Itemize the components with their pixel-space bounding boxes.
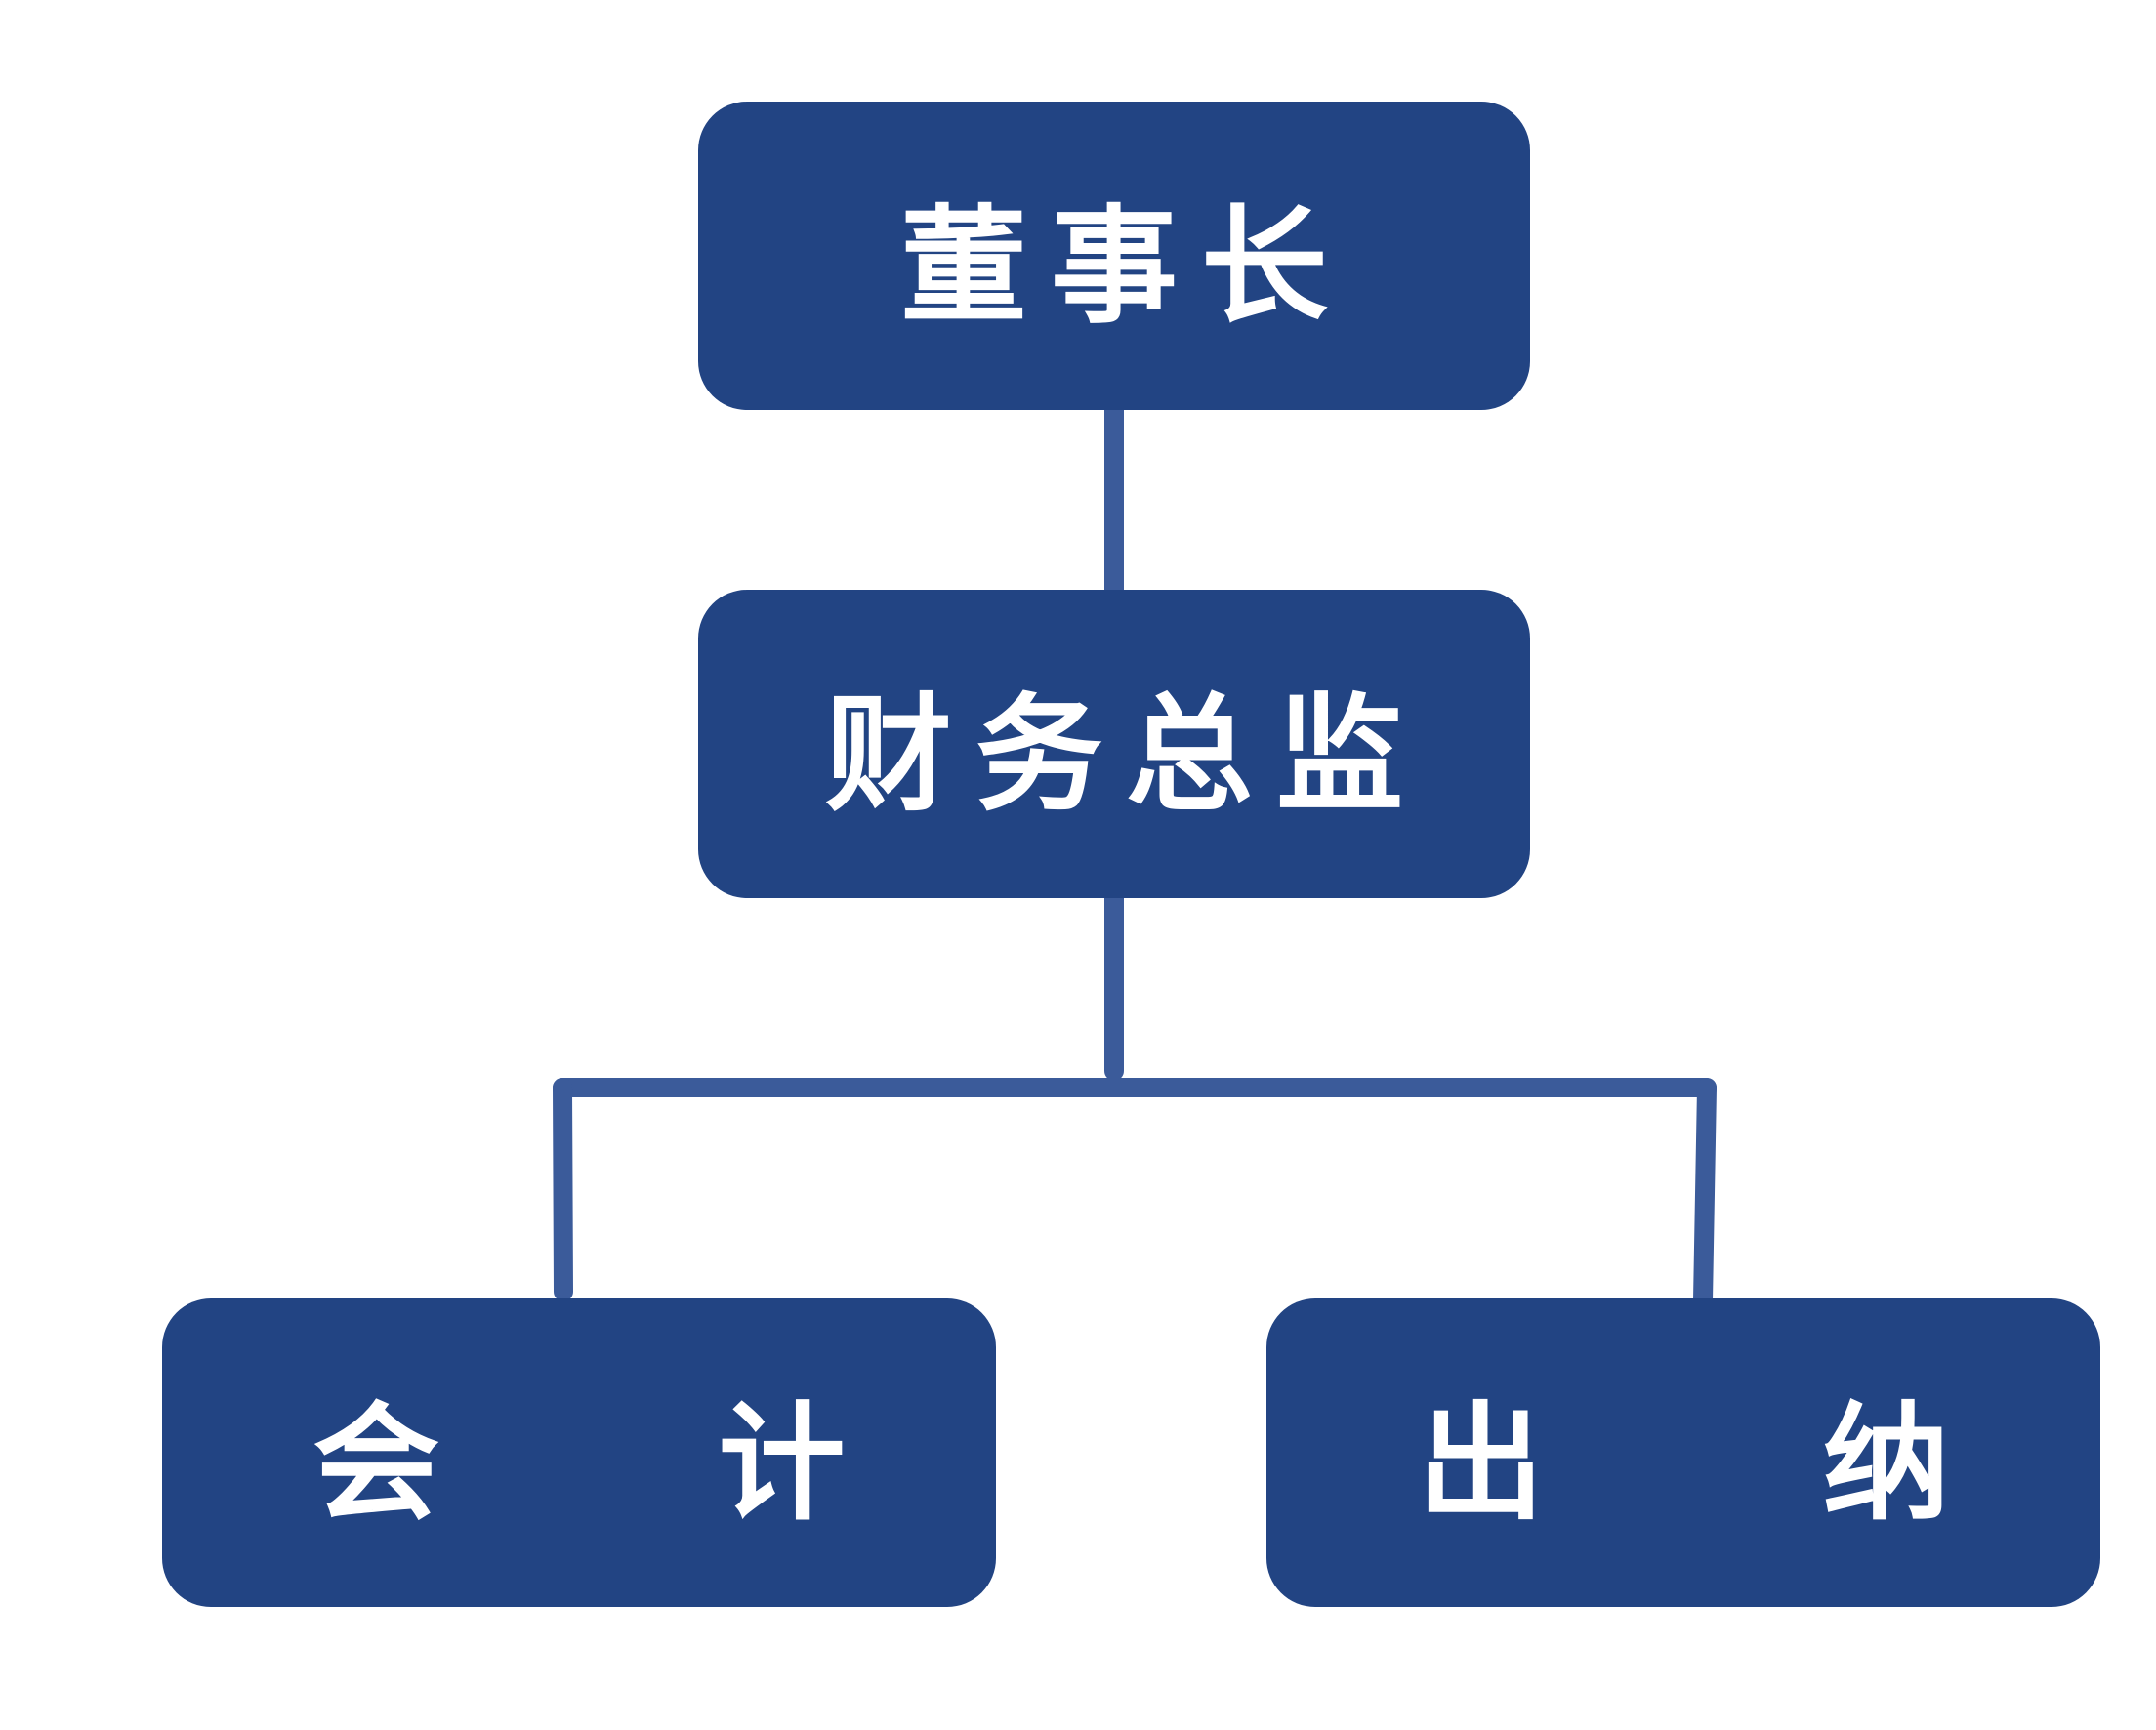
connector-bus-accountant <box>553 1078 573 1301</box>
node-cashier: 出 纳 <box>1266 1298 2100 1607</box>
node-cfo: 财务总监 <box>698 590 1530 898</box>
node-chairman-label: 董事长 <box>899 192 1351 341</box>
node-accountant-label: 会 计 <box>312 1389 963 1538</box>
node-cashier-label: 出 纳 <box>1417 1389 2067 1538</box>
node-chairman: 董事长 <box>698 102 1530 410</box>
connector-bus-cashier <box>1693 1078 1717 1310</box>
node-accountant: 会 计 <box>162 1298 996 1607</box>
node-cfo-label: 财务总监 <box>824 680 1427 829</box>
